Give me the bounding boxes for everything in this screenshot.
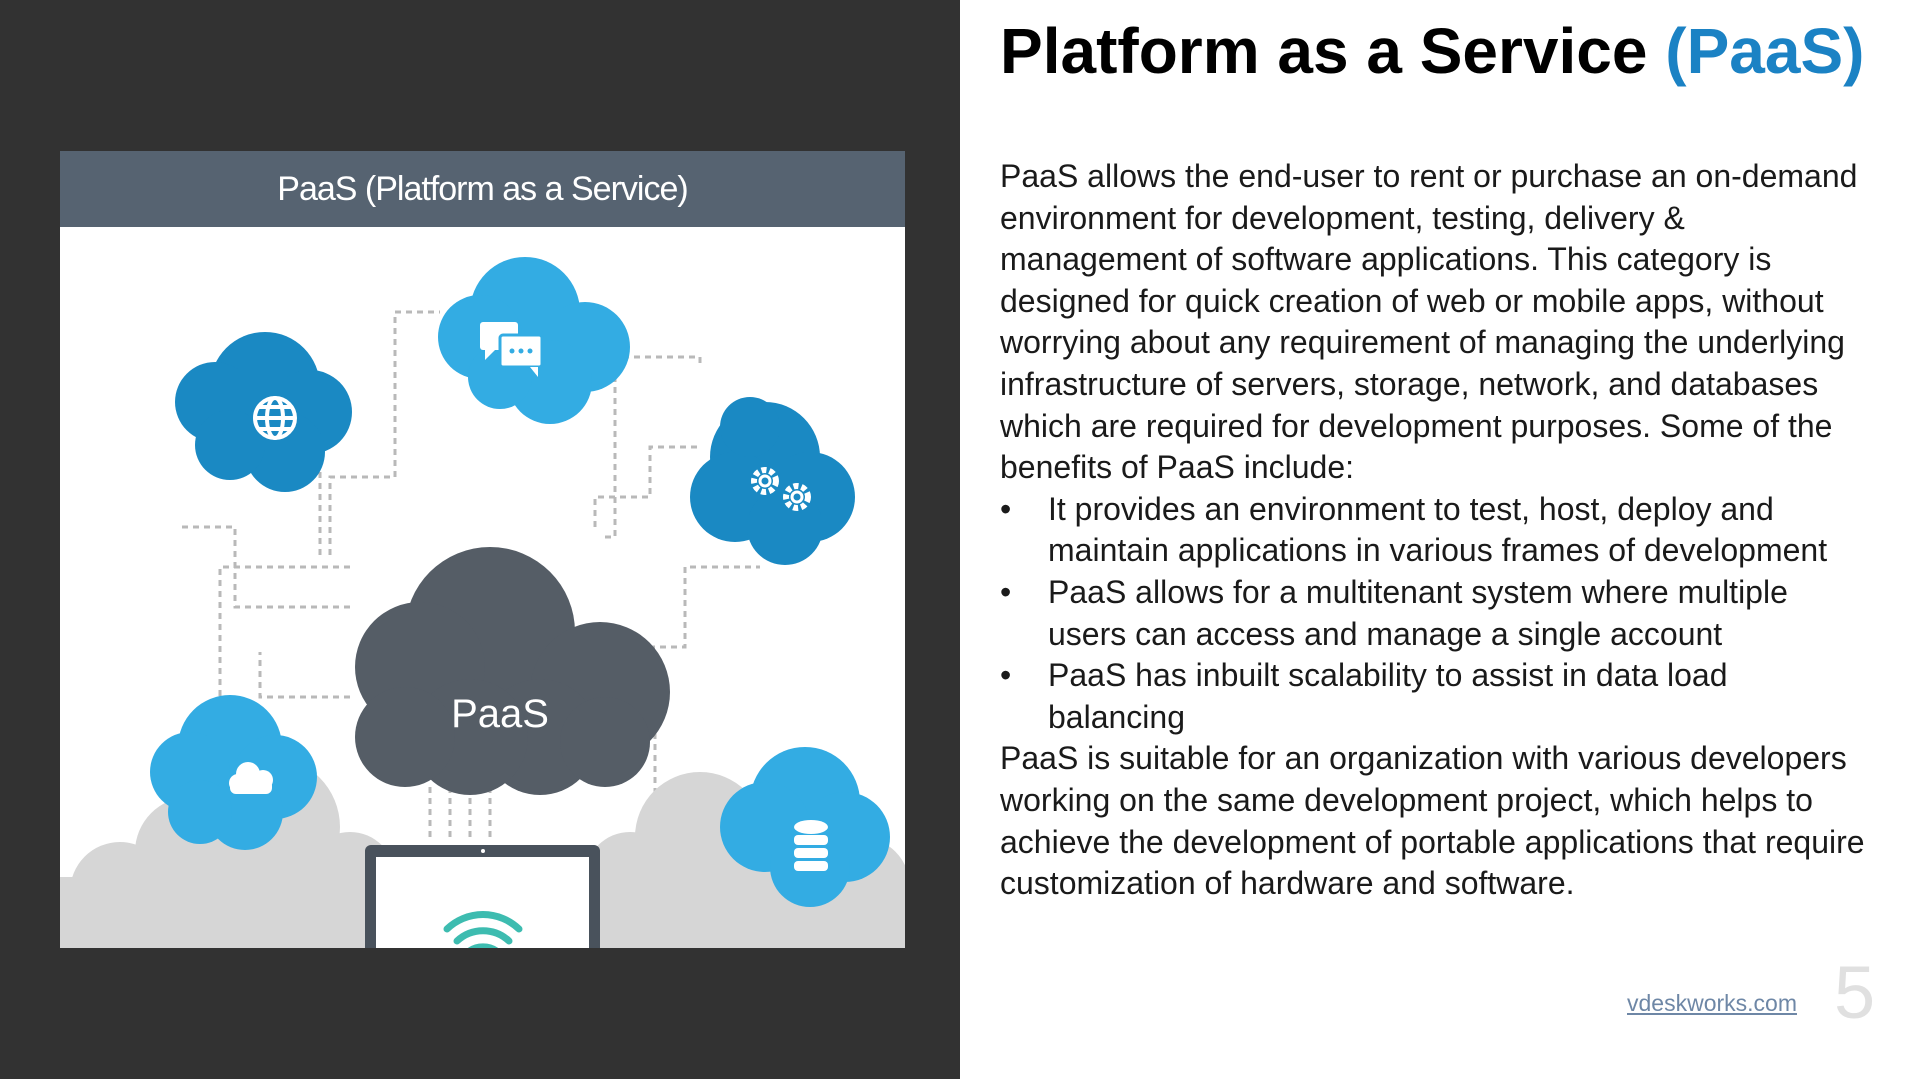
gears-icon xyxy=(751,467,811,511)
bullet-dot: • xyxy=(1000,573,1012,610)
list-item: • PaaS has inbuilt scalability to assist … xyxy=(1000,655,1870,738)
conclusion-paragraph: PaaS is suitable for an organization wit… xyxy=(1000,740,1865,902)
cloud-icon xyxy=(229,762,273,794)
title-accent: (PaaS) xyxy=(1665,15,1865,87)
right-content-panel: Platform as a Service (PaaS) PaaS allows… xyxy=(960,0,1920,1079)
list-item-text: PaaS has inbuilt scalability to assist i… xyxy=(1048,657,1728,735)
left-dark-panel: PaaS (Platform as a Service) xyxy=(0,0,960,1079)
globe-icon xyxy=(253,396,297,440)
globe-cloud xyxy=(175,332,352,492)
intro-paragraph: PaaS allows the end-user to rent or purc… xyxy=(1000,158,1858,486)
center-cloud-label: PaaS xyxy=(451,692,549,736)
wifi-icon xyxy=(443,911,523,948)
database-cloud xyxy=(720,747,890,907)
body-text: PaaS allows the end-user to rent or purc… xyxy=(1000,156,1870,905)
list-item: • It provides an environment to test, hos… xyxy=(1000,489,1870,572)
benefits-list: • It provides an environment to test, hos… xyxy=(1000,489,1870,739)
list-item: • PaaS allows for a multitenant system wh… xyxy=(1000,572,1870,655)
bullet-dot: • xyxy=(1000,490,1012,527)
center-paas-cloud xyxy=(355,547,670,795)
title-main: Platform as a Service xyxy=(1000,15,1666,87)
database-icon xyxy=(794,820,828,871)
laptop-icon xyxy=(365,845,600,948)
illustration-header: PaaS (Platform as a Service) xyxy=(60,151,905,227)
illustration-graphic: PaaS xyxy=(60,257,905,948)
chat-bubbles-icon xyxy=(480,322,544,377)
list-item-text: PaaS allows for a multitenant system whe… xyxy=(1048,573,1788,652)
list-item-text: It provides an environment to test, host… xyxy=(1048,490,1828,569)
slide-number: 5 xyxy=(1834,951,1876,1034)
footer-link[interactable]: vdeskworks.com xyxy=(1627,990,1797,1016)
bullet-dot: • xyxy=(1000,657,1012,694)
slide-title: Platform as a Service (PaaS) xyxy=(1000,14,1864,88)
gears-cloud xyxy=(690,397,855,565)
paas-illustration: PaaS (Platform as a Service) xyxy=(60,151,905,948)
